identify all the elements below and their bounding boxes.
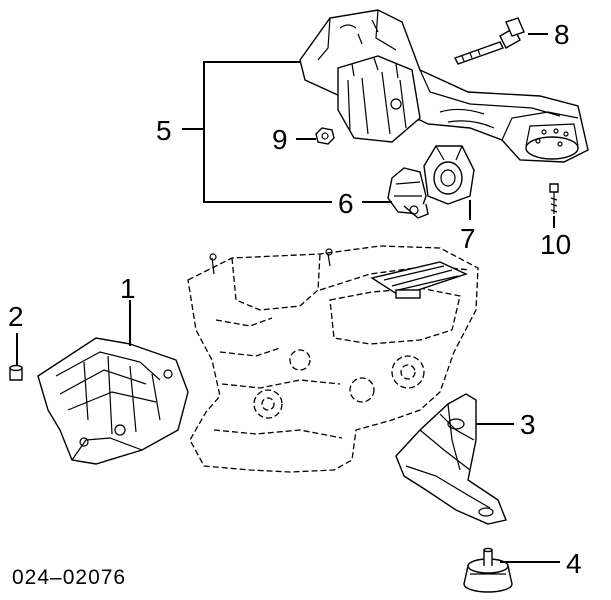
callout-5: 5: [156, 115, 172, 146]
callout-10: 10: [540, 229, 571, 260]
leader-5-bracket: [203, 61, 332, 203]
callout-9: 9: [272, 124, 288, 155]
callout-3: 3: [520, 409, 536, 440]
bolt-stud-icon: [9, 364, 23, 381]
engine-mount-icon: [463, 547, 513, 593]
crossmember-assembly-icon: [299, 9, 589, 163]
nut-icon: [315, 127, 335, 145]
callout-7: 7: [460, 223, 476, 254]
engine-block-icon: [187, 245, 479, 473]
callout-2: 2: [8, 301, 24, 332]
long-bolt-icon: [454, 17, 525, 65]
engine-bracket-left-icon: [37, 337, 189, 465]
mount-cushion-icon: [423, 145, 475, 205]
callout-8: 8: [554, 19, 570, 50]
callout-6: 6: [338, 188, 354, 219]
bolt-icon: [549, 183, 559, 214]
callout-4: 4: [566, 548, 582, 579]
callout-1: 1: [120, 273, 136, 304]
reference-code: 024–02076: [12, 566, 126, 589]
leader-lines: [16, 33, 560, 563]
engine-bracket-right-icon: [395, 393, 507, 525]
transmission-mount-icon: [387, 167, 429, 219]
